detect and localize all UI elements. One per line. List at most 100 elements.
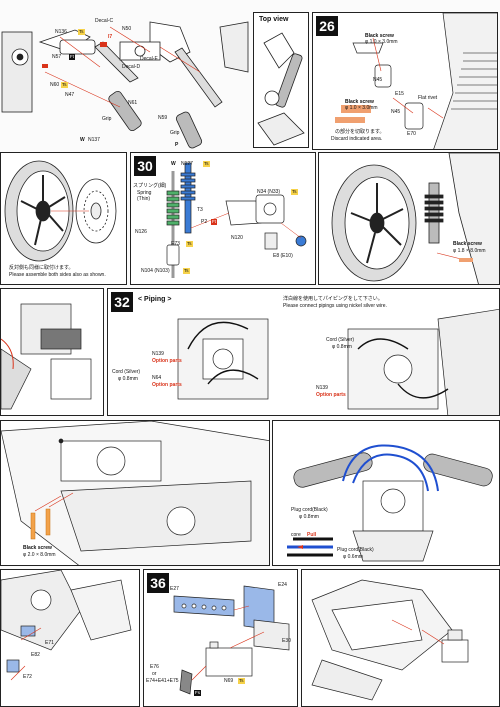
step36-label-n69: N69: [224, 678, 234, 684]
label-n50: N50: [122, 26, 132, 32]
step34-label-core: core: [291, 532, 301, 538]
panel-step-26: 26 Black screw: [312, 12, 498, 150]
step-35-drawing: [1, 570, 132, 681]
step-34-drawing: [287, 444, 493, 562]
step26-label-dim-1: φ 1.0 × 3.0mm: [365, 39, 398, 45]
step34-label-pull: Pull: [307, 532, 317, 538]
step30-label-n126: N126: [135, 229, 147, 235]
radiator-drawing: [1, 303, 92, 410]
step36-tag-ts: Ts: [238, 678, 245, 684]
step36-label-e30: E30: [282, 638, 291, 644]
step26-label-black-screw-1: Black screw: [365, 33, 394, 39]
step26-note-en: Discard indicated area.: [331, 136, 383, 142]
step34-label-plug-cord-1: Plug cord(Black): [291, 507, 328, 513]
step30-tag-ts-2: Ts: [186, 241, 193, 247]
label-decal-d: Decal-D: [122, 64, 141, 70]
step-26-number: 26: [316, 16, 338, 36]
step-37-drawing: [311, 579, 469, 701]
step36-label-e74: E74+E41+E75: [146, 678, 179, 684]
panel-top-view: Top view: [253, 12, 309, 148]
step30-label-n127: N127: [181, 161, 193, 167]
panel-step-33: Black screw φ 2.0 × 8.0mm: [0, 420, 270, 566]
panel-step-34: Plug cord(Black) φ 0.8mm core Pull Plug …: [272, 420, 500, 566]
step-36-number: 36: [147, 573, 169, 593]
panel-radiator: [0, 288, 104, 416]
step31-label-black-screw: Black screw: [453, 241, 482, 247]
step32-note-en: Please connect pipings using nickel silv…: [283, 303, 387, 309]
step32-label-cord-dim-2: φ 0.8mm: [332, 344, 352, 350]
step-32-number: 32: [111, 292, 133, 312]
step-29-drawing: [4, 160, 117, 262]
step-26-drawing: [335, 13, 497, 149]
label-n47: N47: [65, 92, 75, 98]
tag-ts-2: Ts: [61, 82, 68, 88]
step32-label-n64: N64: [152, 375, 162, 381]
step34-label-plug-cord-2: Plug cord(Black): [337, 547, 374, 553]
step30-label-w: W: [171, 161, 176, 167]
label-n59: N59: [158, 115, 168, 121]
panel-step-30: 30: [130, 152, 316, 285]
step30-label-t3: T3: [197, 207, 203, 213]
step35-label-e82: E82: [31, 652, 40, 658]
step32-label-option-1: Option parts: [152, 358, 182, 364]
step36-tag-fs: Fs: [194, 690, 201, 696]
step36-label-e27: E27: [170, 586, 179, 592]
panel-step-29: 反対側も同様に取付けます。 Please assemble both sides…: [0, 152, 127, 285]
step32-label-cord-dim-1: φ 0.8mm: [118, 376, 138, 382]
label-n60: N60: [50, 82, 60, 88]
label-grip-left: Grip: [102, 116, 112, 122]
step-30-drawing: [166, 162, 307, 278]
step35-label-e72: E72: [23, 674, 32, 680]
step34-label-plug-dim-1: φ 0.8mm: [299, 514, 319, 520]
step32-label-option-3: Option parts: [316, 392, 346, 398]
step30-label-spring-jp: スプリング(細): [133, 183, 167, 189]
panel-step-31: Black screw φ 1.8 × 8.0mm: [318, 152, 500, 285]
step30-label-e73: E73: [171, 241, 180, 247]
label-p: P: [175, 142, 179, 148]
step30-tag-ts-3: Ts: [183, 268, 190, 274]
step30-label-n34: N34 (N33): [257, 189, 281, 195]
step30-label-e8: E8 (E10): [273, 253, 293, 259]
step-30-number: 30: [134, 156, 156, 176]
panel-step-32: 32 < Piping > 洋白線を使用してパイピングをして下さい。 Pleas…: [107, 288, 500, 416]
step-32-drawing: [177, 308, 499, 415]
step34-label-plug-dim-2: φ 0.6mm: [343, 554, 363, 560]
tag-ts-1: Ts: [78, 29, 85, 35]
step26-label-dim-2: φ 1.0 × 3.0mm: [345, 105, 378, 111]
step-31-drawing: [331, 153, 499, 284]
step32-label-option-2: Option parts: [152, 382, 182, 388]
label-n57: N57: [52, 54, 62, 60]
step30-label-spring: Spring: [137, 190, 152, 196]
top-view-title: Top view: [259, 16, 289, 23]
step30-label-n104: N104 (N103): [141, 268, 170, 274]
step32-label-n139-2: N139: [316, 385, 328, 391]
step-32-heading: < Piping >: [138, 296, 172, 303]
step26-label-n45-2: N45: [391, 109, 401, 115]
label-n137: N137: [88, 137, 100, 143]
step26-label-black-screw-2: Black screw: [345, 99, 374, 105]
step29-note-jp: 反対側も同様に取付けます。: [9, 265, 74, 271]
handlebar-drawing: [1, 21, 249, 149]
step30-tag-ts-1: Ts: [203, 161, 210, 167]
label-i7: I7: [108, 34, 113, 40]
step26-label-flat-rivet: Flat rivet: [418, 95, 438, 101]
panel-step-36: 36 E27 E24 E30 E76 or: [143, 569, 298, 707]
step32-note-jp: 洋白線を使用してパイピングをして下さい。: [283, 296, 383, 302]
step32-label-cord-1: Cord (Silver): [112, 369, 141, 375]
step-33-drawing: [1, 421, 269, 565]
step36-label-or: or: [152, 671, 157, 677]
step30-label-n120: N120: [231, 235, 243, 241]
step26-label-e70: E70: [407, 131, 416, 137]
label-grip-right: Grip: [170, 130, 180, 136]
step32-label-n139-1: N139: [152, 351, 164, 357]
step-36-drawing: [173, 585, 290, 695]
label-n61: N61: [128, 100, 138, 106]
step33-label-dim: φ 2.0 × 8.0mm: [23, 552, 56, 558]
step32-label-cord-2: Cord (Silver): [326, 337, 355, 343]
step26-label-e15: E15: [395, 91, 404, 97]
step31-label-dim: φ 1.8 × 8.0mm: [453, 248, 486, 254]
step29-note-en: Please assemble both sides also as shown…: [9, 272, 106, 278]
step35-label-e71: E71: [45, 640, 54, 646]
step30-label-thin: (Thin): [137, 196, 151, 202]
